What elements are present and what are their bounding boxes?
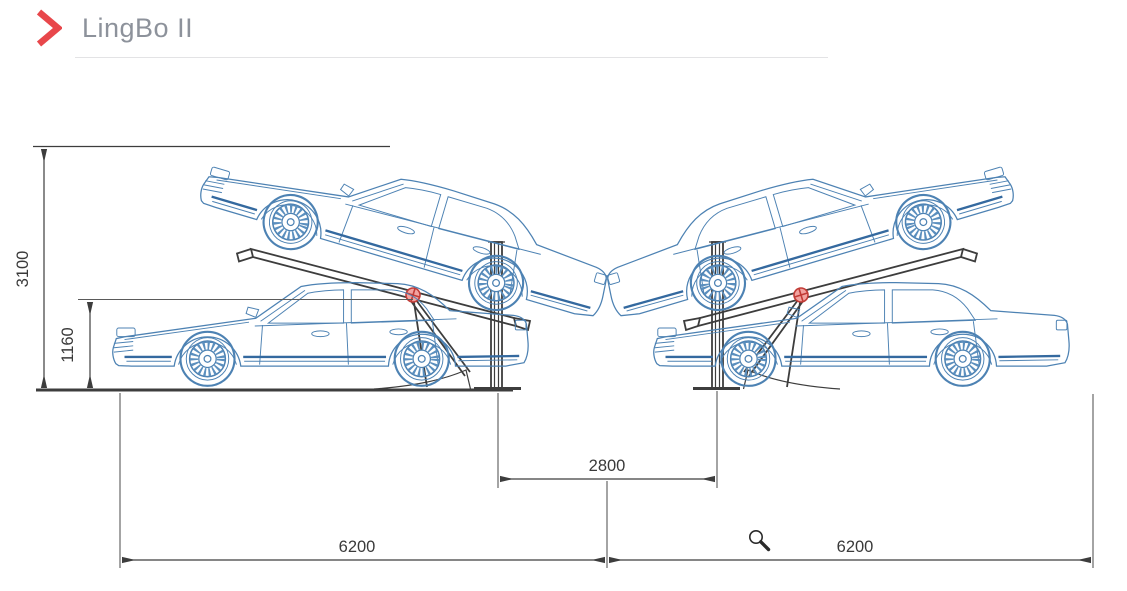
dim-6200-left-label: 6200 (339, 538, 376, 556)
dim-1160-label: 1160 (59, 327, 77, 362)
dimension-bay-right: 6200 (609, 394, 1094, 568)
dim-6200-right-label: 6200 (837, 538, 874, 556)
lift-frame-right (594, 122, 1022, 389)
chevron-right-icon (36, 9, 62, 47)
header-divider (75, 57, 828, 58)
lift-unit-left (113, 122, 620, 389)
dimension-bay-left: 6200 (119, 393, 605, 568)
dim-2800-label: 2800 (589, 457, 626, 475)
dimension-lift-height: 1160 (59, 298, 413, 388)
page-header: LingBo II (36, 8, 193, 48)
dimension-total-height: 3100 (14, 145, 390, 388)
magnifier-icon[interactable] (748, 529, 771, 552)
lift-frame-left (192, 122, 620, 389)
dimension-center-clearance: 2800 (497, 391, 718, 568)
page-title: LingBo II (82, 12, 194, 43)
dim-3100-label: 3100 (14, 251, 32, 288)
lift-unit-right (594, 122, 1022, 389)
